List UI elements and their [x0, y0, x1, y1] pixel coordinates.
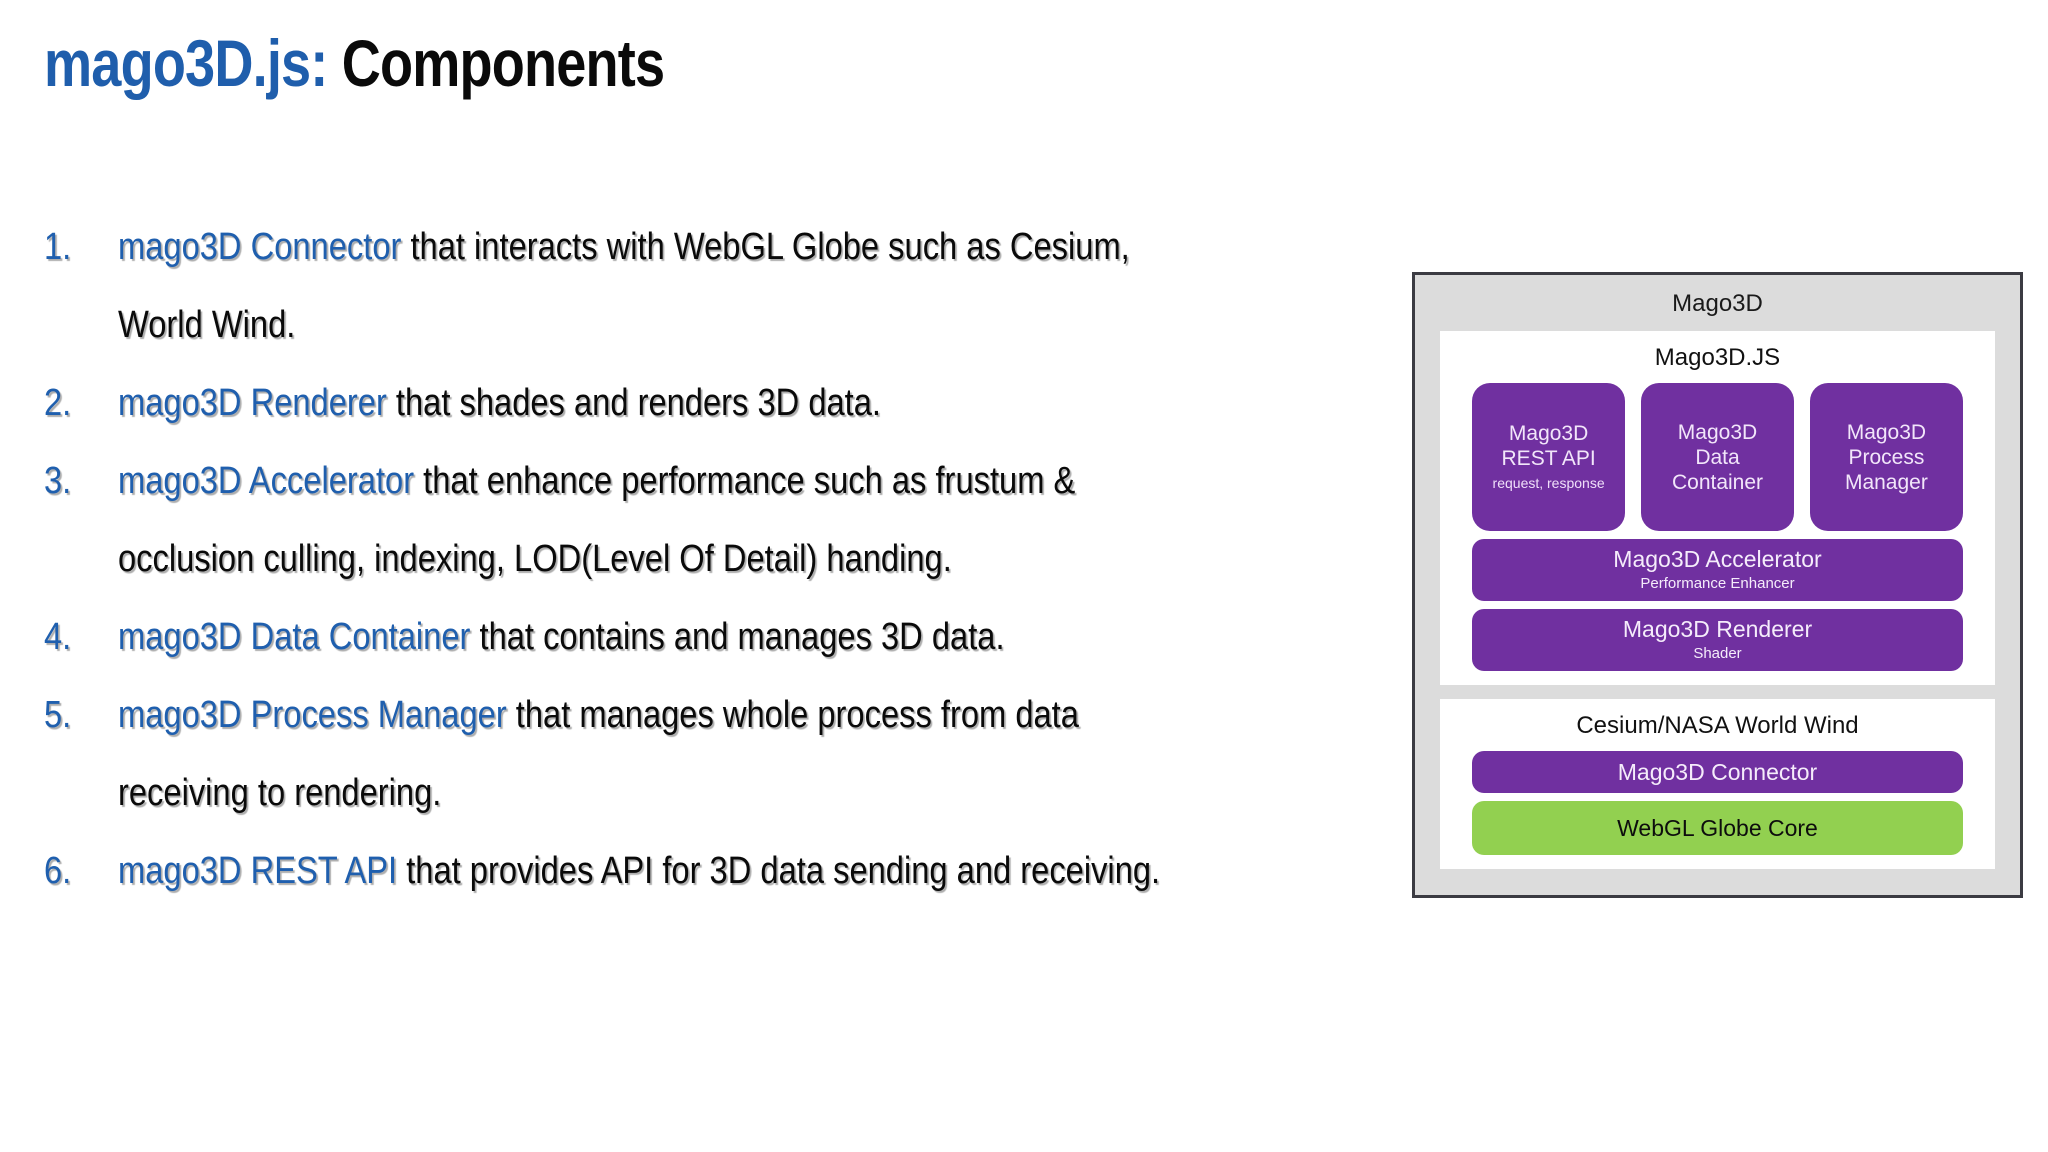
- bar-accelerator-label: Mago3D Accelerator: [1613, 546, 1822, 572]
- bar-renderer-label: Mago3D Renderer: [1622, 616, 1813, 642]
- box-data-container-line1: Mago3D: [1677, 420, 1758, 444]
- components-list: 1. mago3D Connector that interacts with …: [44, 208, 1394, 910]
- panel-globe: Cesium/NASA World Wind Mago3D Connector …: [1440, 699, 1995, 869]
- list-item-keyword: mago3D Accelerator: [118, 460, 415, 502]
- box-rest-api-sub: request, response: [1492, 475, 1605, 491]
- list-item-text: mago3D Connector that interacts with Web…: [118, 208, 1215, 364]
- list-item-text: mago3D Data Container that contains and …: [118, 598, 1215, 676]
- list-item-description: that interacts with WebGL Globe such as …: [118, 226, 1130, 346]
- page-title: mago3D.js: Components: [44, 20, 665, 106]
- list-item-number: 4.: [44, 616, 72, 658]
- box-process-manager-line1: Mago3D: [1846, 420, 1927, 444]
- list-item: 1. mago3D Connector that interacts with …: [44, 208, 1394, 364]
- box-connector: Mago3D Connector: [1472, 751, 1963, 793]
- list-item-keyword: mago3D Data Container: [118, 616, 471, 658]
- list-item-number: 3.: [44, 460, 72, 502]
- list-item-keyword: mago3D Process Manager: [118, 694, 507, 736]
- list-item: 4. mago3D Data Container that contains a…: [44, 598, 1394, 676]
- list-item-number: 1.: [44, 226, 72, 268]
- page-title-rest: Components: [327, 26, 665, 100]
- list-item-text: mago3D Accelerator that enhance performa…: [118, 442, 1215, 598]
- list-item: 2. mago3D Renderer that shades and rende…: [44, 364, 1394, 442]
- box-rest-api: Mago3D REST API request, response: [1472, 383, 1626, 531]
- list-item: 5. mago3D Process Manager that manages w…: [44, 676, 1394, 832]
- list-item-keyword: mago3D Connector: [118, 226, 402, 268]
- panel-mago3djs: Mago3D.JS Mago3D REST API request, respo…: [1440, 331, 1995, 685]
- list-item-description: that manages whole process from data rec…: [118, 694, 1079, 814]
- component-box-row: Mago3D REST API request, response Mago3D…: [1440, 383, 1995, 531]
- box-process-manager-line2: Process: [1848, 445, 1925, 469]
- box-webgl-globe-core: WebGL Globe Core: [1472, 801, 1963, 855]
- page-title-accent: mago3D.js:: [44, 26, 328, 100]
- box-rest-api-line1: Mago3D: [1508, 422, 1589, 445]
- list-item-description: that shades and renders 3D data.: [386, 382, 882, 424]
- box-data-container-line2: Data: [1695, 445, 1740, 469]
- list-item-text: mago3D Renderer that shades and renders …: [118, 364, 1215, 442]
- box-data-container: Mago3D Data Container: [1640, 383, 1795, 531]
- panel-mago3djs-title: Mago3D.JS: [1654, 344, 1781, 371]
- box-process-manager-line3: Manager: [1844, 470, 1928, 494]
- list-item: 6. mago3D REST API that provides API for…: [44, 832, 1394, 910]
- box-rest-api-line2: REST API: [1501, 447, 1596, 470]
- list-item-description: that contains and manages 3D data.: [470, 616, 1005, 658]
- list-item-description: that enhance performance such as frustum…: [118, 460, 1076, 580]
- list-item-keyword: mago3D REST API: [118, 850, 398, 892]
- list-item-description: that provides API for 3D data sending an…: [397, 850, 1161, 892]
- panel-globe-title: Cesium/NASA World Wind: [1576, 712, 1859, 739]
- bar-accelerator-sub: Performance Enhancer: [1640, 575, 1795, 592]
- diagram-outer-title: Mago3D: [1672, 290, 1763, 317]
- bar-renderer: Mago3D Renderer Shader: [1472, 609, 1963, 671]
- list-item-number: 6.: [44, 850, 72, 892]
- box-process-manager: Mago3D Process Manager: [1809, 383, 1963, 531]
- bar-accelerator: Mago3D Accelerator Performance Enhancer: [1472, 539, 1963, 601]
- list-item-number: 5.: [44, 694, 72, 736]
- bar-renderer-sub: Shader: [1693, 645, 1742, 662]
- box-data-container-line3: Container: [1671, 470, 1764, 494]
- architecture-diagram: Mago3D Mago3D.JS Mago3D REST API request…: [1412, 272, 2023, 898]
- list-item-text: mago3D Process Manager that manages whol…: [118, 676, 1215, 832]
- list-item-number: 2.: [44, 382, 72, 424]
- list-item: 3. mago3D Accelerator that enhance perfo…: [44, 442, 1394, 598]
- list-item-keyword: mago3D Renderer: [118, 382, 387, 424]
- list-item-text: mago3D REST API that provides API for 3D…: [118, 832, 1215, 910]
